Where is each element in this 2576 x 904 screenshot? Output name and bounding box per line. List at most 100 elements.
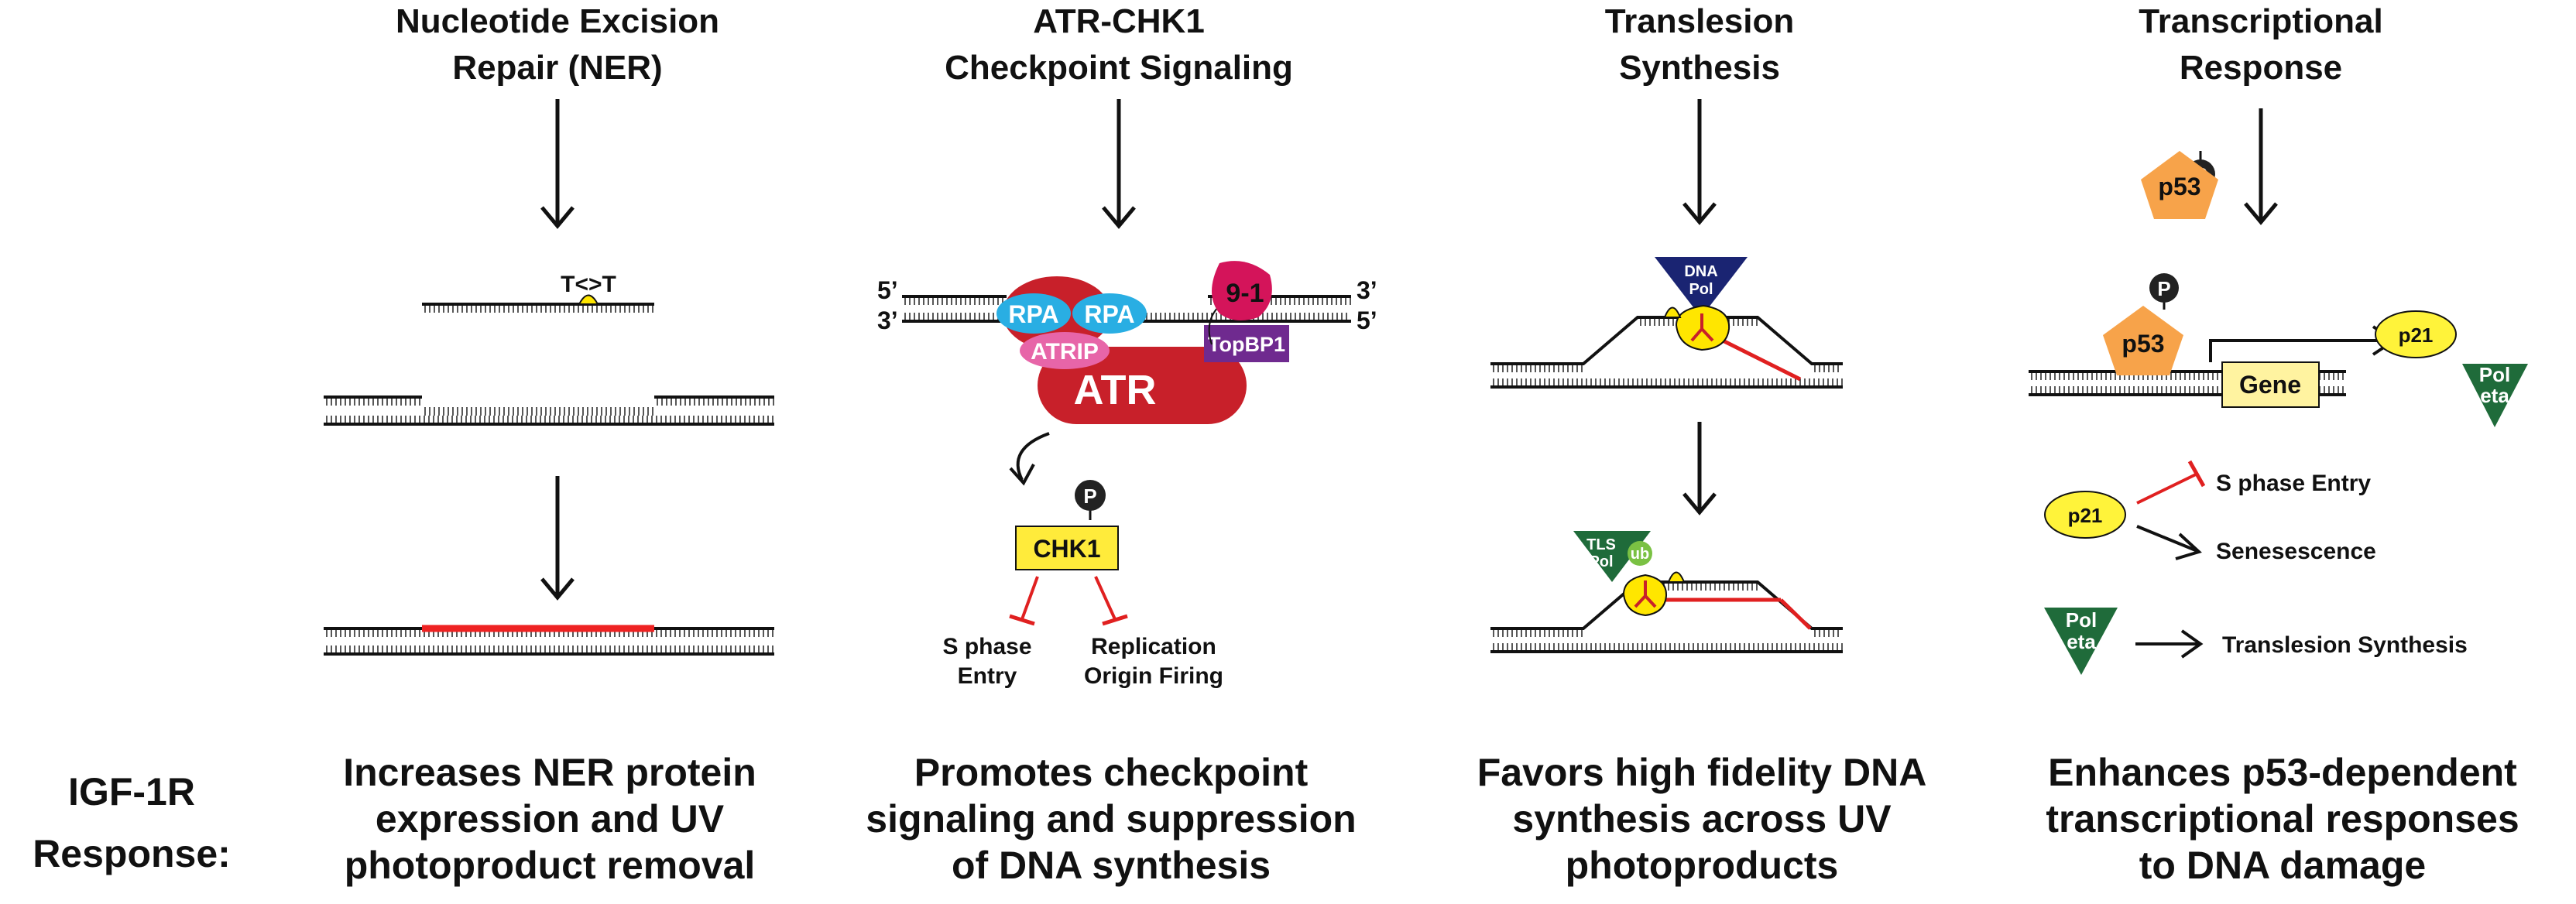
nine-one-one-clamp-icon <box>1212 261 1272 320</box>
pol-eta-effect-label-1: Pol <box>2066 608 2097 632</box>
tx-title-line-1: Transcriptional <box>2139 2 2382 40</box>
chk1-phospho-icon <box>1075 480 1106 511</box>
atr-to-chk1-arrow <box>1016 432 1050 481</box>
tls-response-line-2: synthesis across UV <box>1512 797 1892 841</box>
ubiquitin-label: ub <box>1631 546 1649 563</box>
rpa-2-label: RPA <box>1084 300 1134 328</box>
tls-b2-bottom-bases <box>1493 643 1843 652</box>
tls-lesion-1-icon <box>1663 306 1682 318</box>
p21-effect-label: p21 <box>2068 504 2103 527</box>
ner-title-line-2: Repair (NER) <box>452 49 662 87</box>
chk1-inhibit-origin-bar <box>1102 614 1128 626</box>
p21-effect-icon <box>2044 491 2126 539</box>
pol-eta-product-icon <box>2462 364 2528 427</box>
tx-response-line-2: transcriptional responses <box>2046 797 2519 841</box>
ner-arrow-2-head <box>540 577 575 601</box>
p53-bound-phospho-icon <box>2149 273 2179 303</box>
pol-eta-effect-icon <box>2044 608 2118 675</box>
p21-inhibit-line <box>2136 472 2198 505</box>
origin-firing-line-1: Replication <box>1091 634 1216 659</box>
atr-label: ATR <box>1074 367 1157 413</box>
ner-fixed-bottom-bases <box>326 645 773 654</box>
ner-gap-top-left-bases <box>326 397 420 406</box>
ubiquitin-icon <box>1628 541 1652 566</box>
dna-pol-icon <box>1655 257 1748 317</box>
ner-gap-bottom-bases <box>326 416 773 424</box>
transcription-arrow <box>2209 339 2392 362</box>
tls-arrow-1-head <box>1682 202 1717 225</box>
s-phase-entry-line-1: S phase <box>942 634 1031 659</box>
chk1-phospho-label: P <box>1083 485 1096 508</box>
tls-replication-bubble-2 <box>1490 580 1843 653</box>
tls-b1-bottom-bases <box>1493 378 1843 387</box>
tls-b2-top-left-bases <box>1493 628 1583 637</box>
pcna-core-icon <box>1690 313 1714 342</box>
tls-b1-top-left-bases <box>1493 364 1583 372</box>
chk1-box <box>1015 526 1119 570</box>
dna-pol-label-1: DNA <box>1684 263 1717 280</box>
p21-senescence-arrow-head <box>2175 532 2202 560</box>
lesion-label: T<>T <box>561 272 616 297</box>
tls-lesion-2-icon <box>1667 571 1686 583</box>
chk1-label: CHK1 <box>1033 535 1100 563</box>
rpa-1-shape <box>996 293 1071 334</box>
atr-title-line-1: ATR-CHK1 <box>1033 2 1205 40</box>
pol-eta-tls-arrow-head <box>2180 629 2204 659</box>
atrip-label: ATRIP <box>1031 339 1099 365</box>
tls-pol-icon <box>1573 531 1651 582</box>
p21-senescence-arrow <box>2136 525 2198 553</box>
tls-title-line-2: Synthesis <box>1619 49 1780 87</box>
p53-bound-phospho-label: P <box>2157 277 2170 300</box>
ner-gap-exposed-bases <box>424 407 653 416</box>
s-phase-entry-line-2: Entry <box>958 663 1017 689</box>
tls-title-line-1: Translesion <box>1605 2 1795 40</box>
row-label-line-1: IGF-1R <box>68 770 195 813</box>
p21-product-label: p21 <box>2399 324 2434 347</box>
ner-title-line-1: Nucleotide Excision <box>396 2 719 40</box>
atr-response-line-1: Promotes checkpoint <box>914 751 1309 794</box>
pol-eta-product-label-1: Pol <box>2479 363 2510 386</box>
tls-response-line-3: photoproducts <box>1566 844 1839 887</box>
ner-gap-top-right-bases <box>657 397 774 406</box>
topbp1-shape <box>1204 325 1289 362</box>
tx-arrow-head <box>2244 202 2278 225</box>
atr-response-line-3: of DNA synthesis <box>952 844 1271 887</box>
strand-label-5-left: 5’ <box>877 276 898 304</box>
chk1-inhibit-s-phase-bar <box>1009 614 1035 626</box>
dna-pol-label-2: Pol <box>1689 281 1713 298</box>
ner-ss-strand-bases <box>424 304 653 313</box>
ner-fixed-top-bases <box>326 628 773 637</box>
senescence-effect: Senesescence <box>2216 539 2376 564</box>
atrip-shape <box>1020 332 1110 369</box>
rpa-2-shape <box>1072 293 1147 334</box>
atr-arrow-head <box>1102 206 1136 229</box>
chk1-inhibit-s-phase-line <box>1020 576 1039 620</box>
p53-bound-icon <box>2103 306 2183 375</box>
pol-eta-product-label-2: eta <box>2480 384 2509 407</box>
strand-label-3-left: 3’ <box>877 306 898 334</box>
p53-free-label: p53 <box>2158 173 2200 200</box>
strand-label-5-right: 5’ <box>1357 306 1377 334</box>
tls-b2-new-strand-tail <box>1779 598 1812 630</box>
chk1-inhibit-origin-line <box>1094 576 1116 620</box>
lesion-marker-icon <box>578 294 599 305</box>
gene-label: Gene <box>2239 371 2301 399</box>
topbp1-label: TopBP1 <box>1208 333 1285 356</box>
ner-arrow-1-head <box>540 206 575 229</box>
nine-one-one-label: 9-1 <box>1226 279 1264 308</box>
ner-response-line-3: photoproduct removal <box>345 844 756 887</box>
atr-to-chk1-arrow-head <box>1009 464 1035 486</box>
tls-arrow-2-head <box>1682 492 1717 515</box>
strand-label-3-right: 3’ <box>1357 276 1377 304</box>
ner-single-strand <box>422 303 654 313</box>
tx-title-line-2: Response <box>2180 49 2342 87</box>
tls-b2-top-strand <box>1490 580 1843 630</box>
tls-response-line-1: Favors high fidelity DNA <box>1477 751 1927 794</box>
pcna-core-2-icon <box>1634 580 1657 608</box>
ner-response-line-1: Increases NER protein <box>343 751 756 794</box>
gene-box <box>2221 361 2320 408</box>
p21-product-icon <box>2375 310 2457 358</box>
p53-free-icon <box>2141 151 2218 219</box>
rpa-1-label: RPA <box>1008 300 1058 328</box>
row-label-line-2: Response: <box>33 832 231 875</box>
